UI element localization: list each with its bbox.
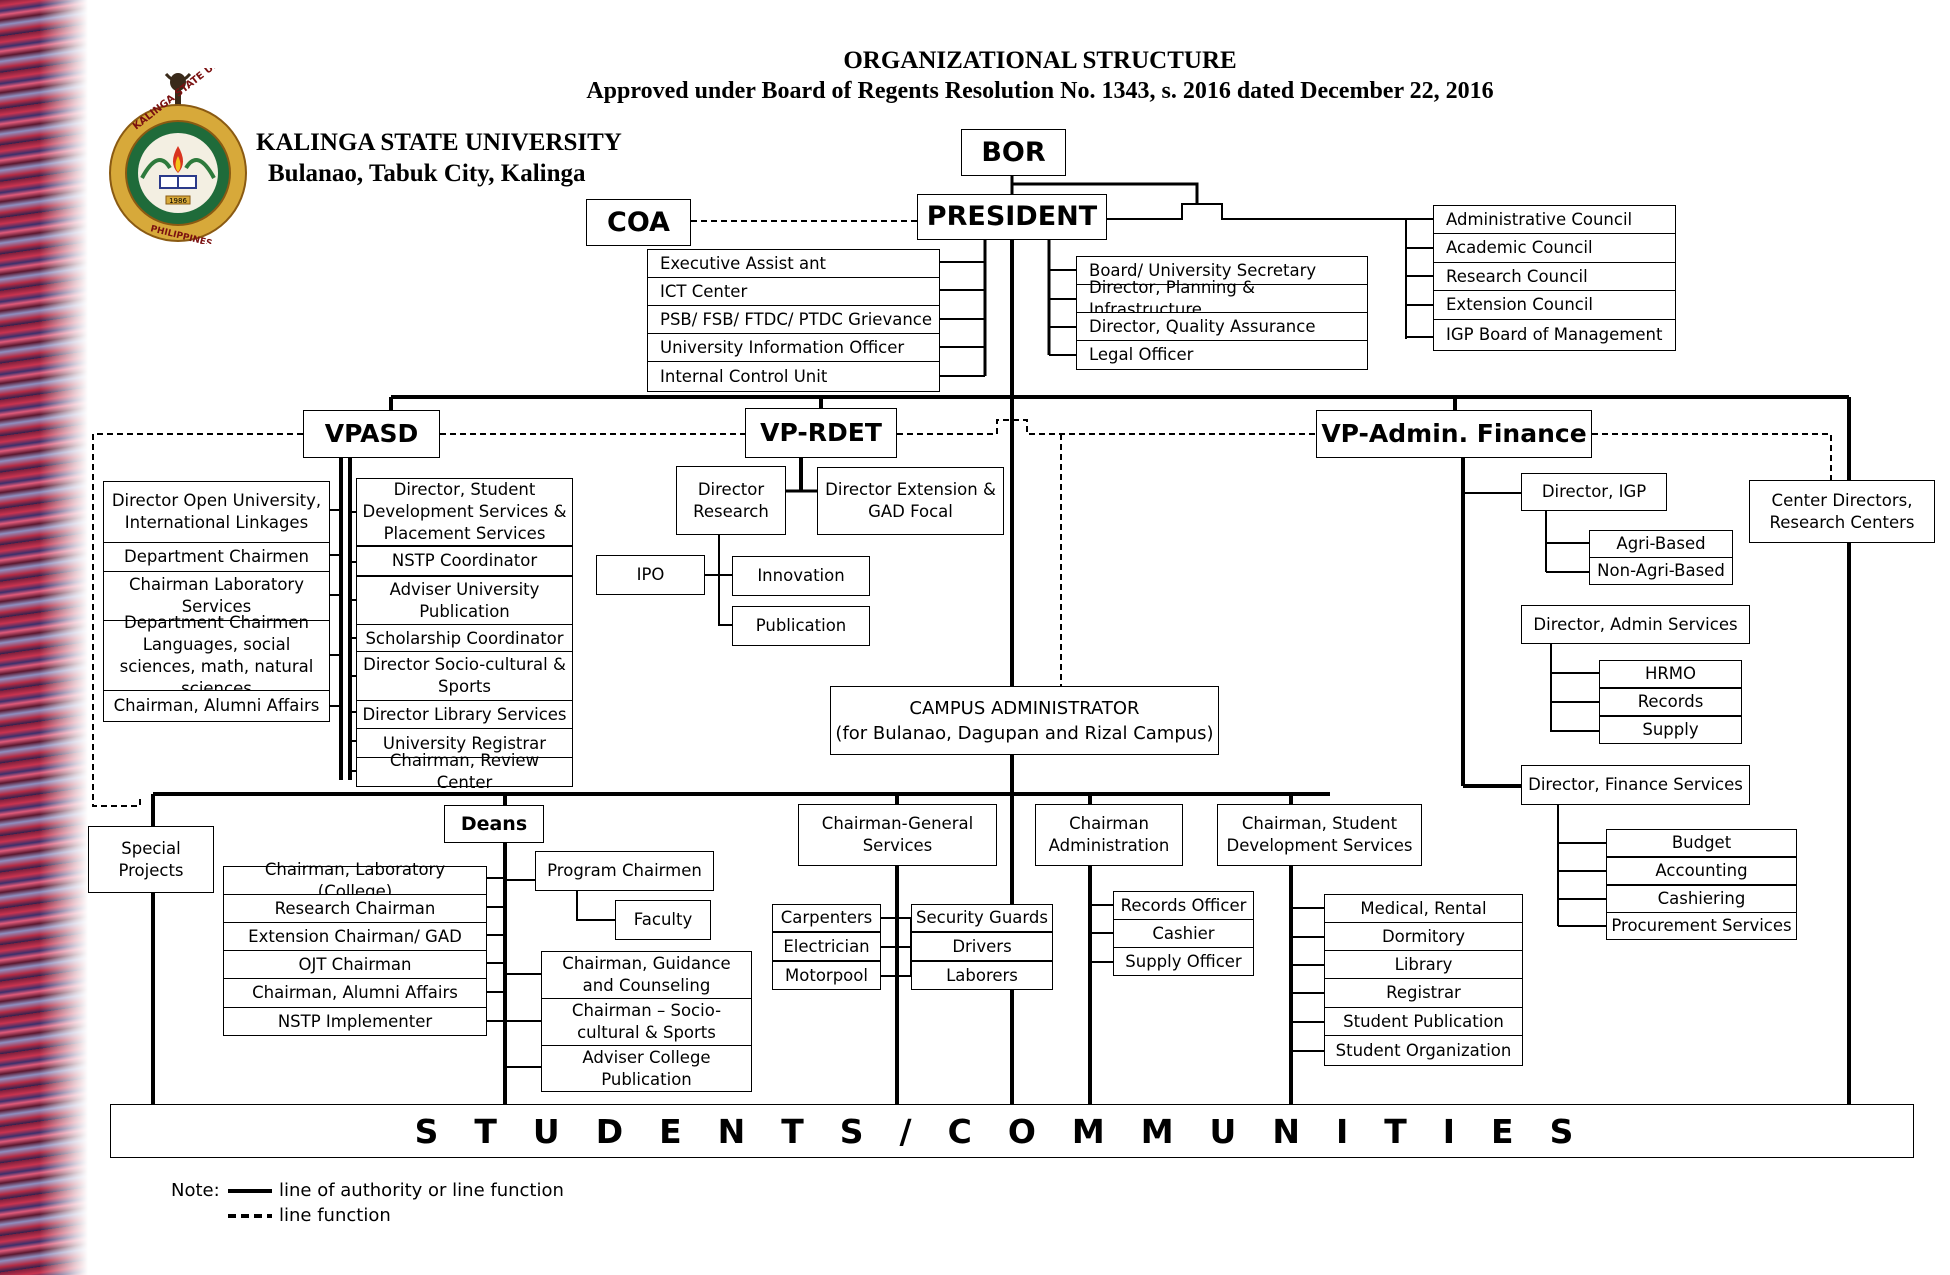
vpasd-department-chairmen-languages: Department Chairmen Languages, social sc… <box>103 613 330 698</box>
vpasd-alumni-affairs: Chairman, Alumni Affairs <box>103 690 330 722</box>
finance-accounting: Accounting <box>1606 857 1797 885</box>
finance-procurement: Procurement Services <box>1606 912 1797 940</box>
staff-ict-center: ICT Center <box>647 277 940 307</box>
campus-administrator: CAMPUS ADMINISTRATOR (for Bulanao, Dagup… <box>830 686 1219 755</box>
gs-drivers: Drivers <box>911 932 1053 961</box>
deans-nstp-implementer: NSTP Implementer <box>223 1007 487 1036</box>
gs-laborers: Laborers <box>911 961 1053 990</box>
sds-dormitory: Dormitory <box>1324 922 1523 951</box>
vpasd-library-services: Director Library Services <box>356 700 573 730</box>
deans-ojt-chairman: OJT Chairman <box>223 950 487 979</box>
vpasd-student-development: Director, Student Development Services &… <box>356 478 573 546</box>
finance-cashiering: Cashiering <box>1606 885 1797 913</box>
program-chairmen: Program Chairmen <box>535 851 714 891</box>
deans-research-chairman: Research Chairman <box>223 894 487 923</box>
university-name: KALINGA STATE UNIVERSITY <box>256 129 622 156</box>
finance-budget: Budget <box>1606 829 1797 857</box>
admin-records: Records <box>1599 688 1742 716</box>
council-research: Research Council <box>1433 262 1676 291</box>
center-directors: Center Directors, Research Centers <box>1749 480 1935 543</box>
gs-carpenters: Carpenters <box>772 904 881 932</box>
administration-chairman: Chairman Administration <box>1035 804 1183 866</box>
student-development-chairman: Chairman, Student Development Services <box>1217 804 1422 866</box>
staff-legal-officer: Legal Officer <box>1076 340 1368 370</box>
staff-information-officer: University Information Officer <box>647 333 940 363</box>
rdet-director-extension: Director Extension & GAD Focal <box>817 467 1004 535</box>
chart-title: ORGANIZATIONAL STRUCTURE <box>843 47 1237 74</box>
council-academic: Academic Council <box>1433 233 1676 263</box>
admin-cashier: Cashier <box>1113 919 1254 948</box>
council-igp-board: IGP Board of Management <box>1433 319 1676 351</box>
note-dashed-line: line function <box>279 1205 391 1226</box>
vpasd-university-publication: Adviser University Publication <box>356 576 573 625</box>
guidance-chairman: Chairman, Guidance and Counseling <box>541 951 752 999</box>
deans-alumni-affairs: Chairman, Alumni Affairs <box>223 978 487 1008</box>
gs-security-guards: Security Guards <box>911 904 1053 932</box>
students-communities-bar: STUDENTS/COMMUNITIES <box>110 1104 1914 1158</box>
vprdet-box: VP-RDET <box>745 408 897 458</box>
gs-electrician: Electrician <box>772 932 881 961</box>
sds-registrar: Registrar <box>1324 978 1523 1008</box>
vpasd-department-chairmen: Department Chairmen <box>103 542 330 572</box>
vpasd-open-university: Director Open University, International … <box>103 481 330 543</box>
college-publication-adviser: Adviser College Publication <box>541 1045 752 1092</box>
coa-box: COA <box>586 199 691 246</box>
rdet-director-research: Director Research <box>676 466 786 535</box>
vpadmin-box: VP-Admin. Finance <box>1316 410 1592 458</box>
bor-box: BOR <box>961 129 1066 176</box>
admin-director-finance: Director, Finance Services <box>1521 765 1750 805</box>
sds-student-organization: Student Organization <box>1324 1035 1523 1066</box>
vpasd-nstp-coordinator: NSTP Coordinator <box>356 546 573 576</box>
note-solid-line: line of authority or line function <box>279 1180 564 1201</box>
deans-lab-chairman: Chairman, Laboratory (College) <box>223 860 487 901</box>
university-address: Bulanao, Tabuk City, Kalinga <box>268 160 586 187</box>
note-label: Note: <box>171 1180 220 1201</box>
chart-subtitle: Approved under Board of Regents Resoluti… <box>586 78 1494 104</box>
staff-grievance: PSB/ FSB/ FTDC/ PTDC Grievance <box>647 305 940 335</box>
igp-agri-based: Agri-Based <box>1589 530 1733 558</box>
vpasd-scholarship: Scholarship Coordinator <box>356 624 573 654</box>
admin-supply-officer: Supply Officer <box>1113 947 1254 976</box>
admin-records-officer: Records Officer <box>1113 891 1254 920</box>
staff-executive-assistant: Executive Assist ant <box>647 249 940 279</box>
rdet-publication: Publication <box>732 606 870 646</box>
igp-non-agri-based: Non-Agri-Based <box>1589 557 1733 585</box>
campus-admin-subtitle: (for Bulanao, Dagupan and Rizal Campus) <box>835 722 1214 744</box>
vpasd-registrar: University Registrar <box>356 728 573 759</box>
general-services-chairman: Chairman-General Services <box>798 804 997 866</box>
president-box: PRESIDENT <box>917 194 1107 240</box>
vpasd-socio-cultural: Director Socio-cultural & Sports <box>356 651 573 701</box>
council-extension: Extension Council <box>1433 290 1676 320</box>
vpasd-box: VPASD <box>303 410 440 458</box>
deans-box: Deans <box>444 805 544 843</box>
staff-internal-control: Internal Control Unit <box>647 361 940 392</box>
socio-cultural-chairman: Chairman – Socio-cultural & Sports <box>541 998 752 1046</box>
special-projects: Special Projects <box>88 826 214 893</box>
staff-quality-director: Director, Quality Assurance <box>1076 312 1368 341</box>
rdet-innovation: Innovation <box>732 556 870 596</box>
admin-director-admin-services: Director, Admin Services <box>1521 605 1750 644</box>
gs-motorpool: Motorpool <box>772 961 881 990</box>
vpasd-review-center: Chairman, Review Center <box>356 751 573 792</box>
admin-hrmo: HRMO <box>1599 660 1742 688</box>
university-seal: 1986 KALINGA STATE UNIVERSITY PHILIPPINE… <box>109 68 248 244</box>
faculty: Faculty <box>615 900 711 940</box>
decorative-woven-stripe <box>0 0 88 1275</box>
campus-admin-title: CAMPUS ADMINISTRATOR <box>909 697 1140 719</box>
admin-director-igp: Director, IGP <box>1521 473 1667 511</box>
sds-library: Library <box>1324 950 1523 979</box>
sds-medical-rental: Medical, Rental <box>1324 894 1523 923</box>
council-administrative: Administrative Council <box>1433 205 1676 234</box>
admin-supply: Supply <box>1599 716 1742 744</box>
staff-planning-director: Director, Planning & Infrastructure <box>1076 278 1368 319</box>
svg-text:1986: 1986 <box>169 197 187 205</box>
deans-extension-chairman: Extension Chairman/ GAD <box>223 922 487 951</box>
sds-student-publication: Student Publication <box>1324 1007 1523 1036</box>
rdet-ipo: IPO <box>596 555 705 595</box>
